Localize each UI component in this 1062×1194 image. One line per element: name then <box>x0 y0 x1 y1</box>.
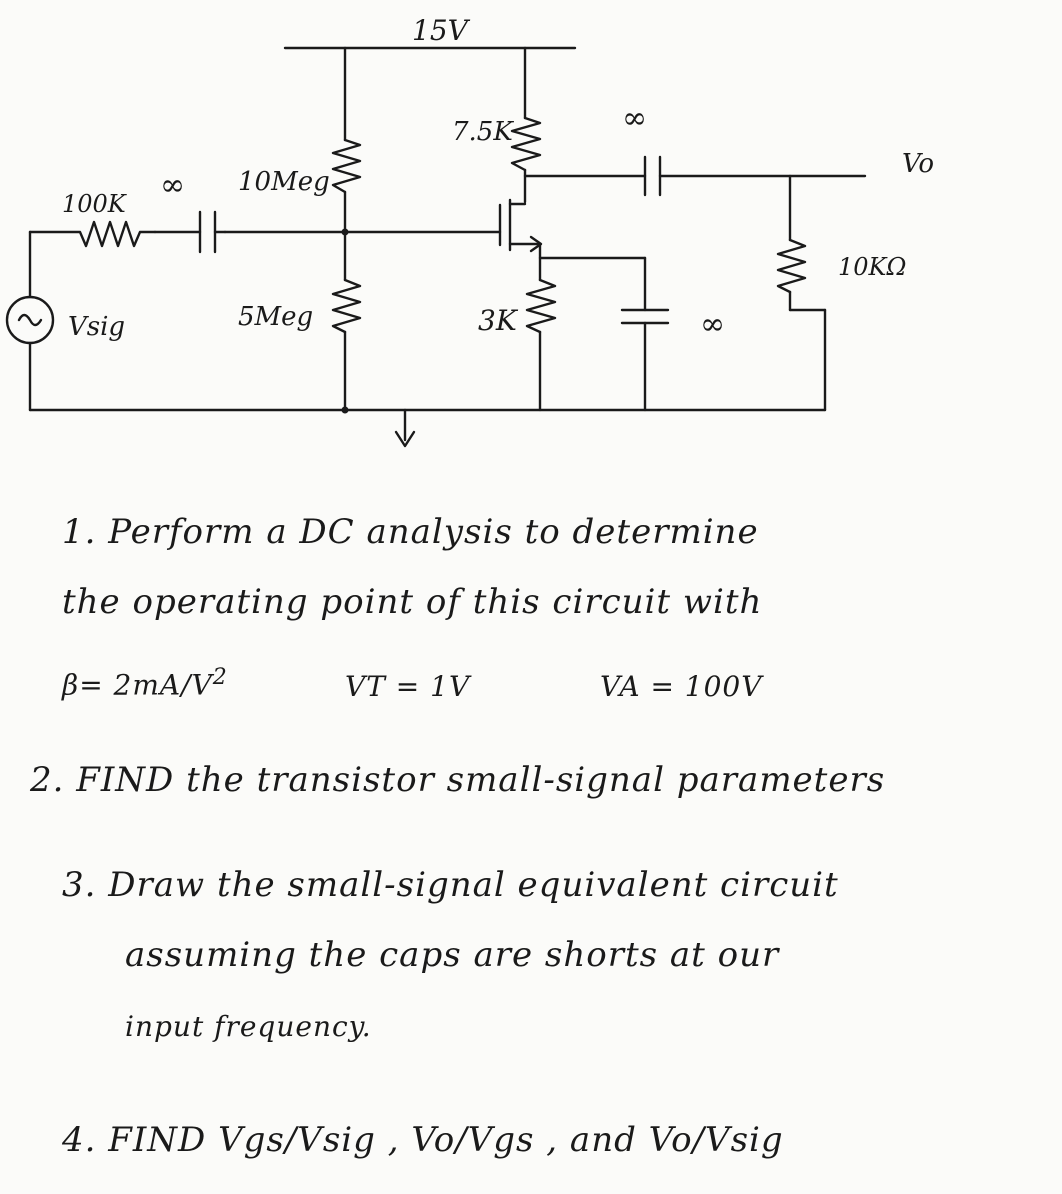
rd-label: 7.5K <box>452 117 514 147</box>
resistor-r2 <box>331 278 362 334</box>
cout-label: ∞ <box>622 101 647 136</box>
ac-source-tilde <box>17 313 43 327</box>
rs-label: 3K <box>478 304 519 337</box>
resistor-rl <box>776 238 807 294</box>
q1-beta-exp: 2 <box>212 665 228 690</box>
rl-label: 10KΩ <box>838 253 906 281</box>
q1-va: VA = 100V <box>600 670 763 703</box>
rsig-label: 100K <box>62 190 128 218</box>
resistor-rd <box>510 116 542 172</box>
q1-beta-text: β= 2mA/V <box>62 668 213 702</box>
supply-label: 15V <box>412 14 471 47</box>
q1-vt: VT = 1V <box>345 670 471 703</box>
node-ground <box>341 406 349 414</box>
r2-label: 5Meg <box>238 302 313 332</box>
resistor-rs <box>525 278 557 334</box>
q3-line1: 3. Draw the small-signal equivalent circ… <box>62 865 839 905</box>
resistor-rsig <box>28 220 157 248</box>
node-gate <box>341 228 349 236</box>
output-label: Vo <box>902 149 934 179</box>
ground-arrow <box>394 430 416 448</box>
r1-label: 10Meg <box>238 167 330 197</box>
resistor-r1 <box>331 138 362 194</box>
q3-line2: assuming the caps are shorts at our <box>125 935 780 975</box>
q4-text: 4. FIND Vgs/Vsig , Vo/Vgs , and Vo/Vsig <box>62 1120 784 1160</box>
q3-line3: input frequency. <box>125 1010 372 1043</box>
cs-label: ∞ <box>700 307 725 342</box>
circuit-schematic: 15V 10Meg 5Meg ∞ 100K Vsig 7.5K ∞ Vo <box>5 14 934 448</box>
cin-label: ∞ <box>160 168 185 203</box>
q1-beta: β= 2mA/V2 <box>62 665 228 701</box>
q1-line1: 1. Perform a DC analysis to determine <box>62 512 759 552</box>
source-label: Vsig <box>68 312 125 342</box>
q2-text: 2. FIND the transistor small-signal para… <box>30 760 886 800</box>
q1-line2: the operating point of this circuit with <box>62 582 763 622</box>
